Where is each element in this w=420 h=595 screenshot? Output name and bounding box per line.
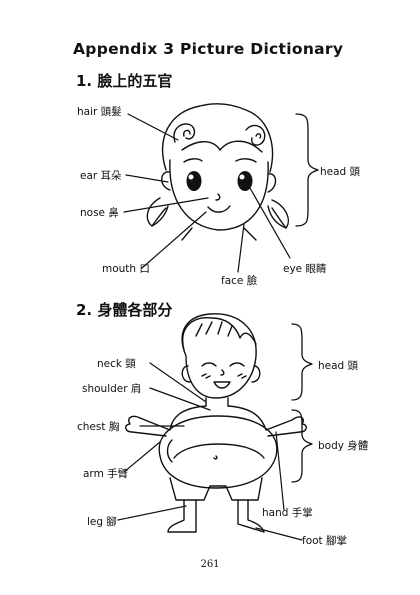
label-head-2: head 頭 <box>318 360 359 372</box>
label-arm: arm 手臂 <box>83 468 129 480</box>
label-body: body 身體 <box>318 440 369 452</box>
label-neck: neck 頸 <box>97 358 136 370</box>
label-hand: hand 手掌 <box>262 507 313 519</box>
page-title: Appendix 3 Picture Dictionary <box>73 40 344 58</box>
label-leg: leg 腳 <box>87 516 117 528</box>
label-eye: eye 眼睛 <box>283 263 327 275</box>
label-ear: ear 耳朵 <box>80 170 122 182</box>
section2-heading: 2. 身體各部分 <box>76 301 173 319</box>
label-foot: foot 腳掌 <box>302 535 347 547</box>
label-mouth: mouth 口 <box>102 263 150 275</box>
page-number: 261 <box>200 559 220 570</box>
label-chest: chest 胸 <box>77 421 120 433</box>
girl-face-drawing <box>123 103 319 273</box>
label-face: face 臉 <box>221 275 258 287</box>
label-hair: hair 頭髮 <box>77 106 122 118</box>
label-head-1: head 頭 <box>320 166 361 178</box>
boy-body-drawing <box>117 313 313 541</box>
label-shoulder: shoulder 肩 <box>82 383 142 395</box>
label-nose: nose 鼻 <box>80 207 119 219</box>
section1-heading: 1. 臉上的五官 <box>76 72 173 90</box>
